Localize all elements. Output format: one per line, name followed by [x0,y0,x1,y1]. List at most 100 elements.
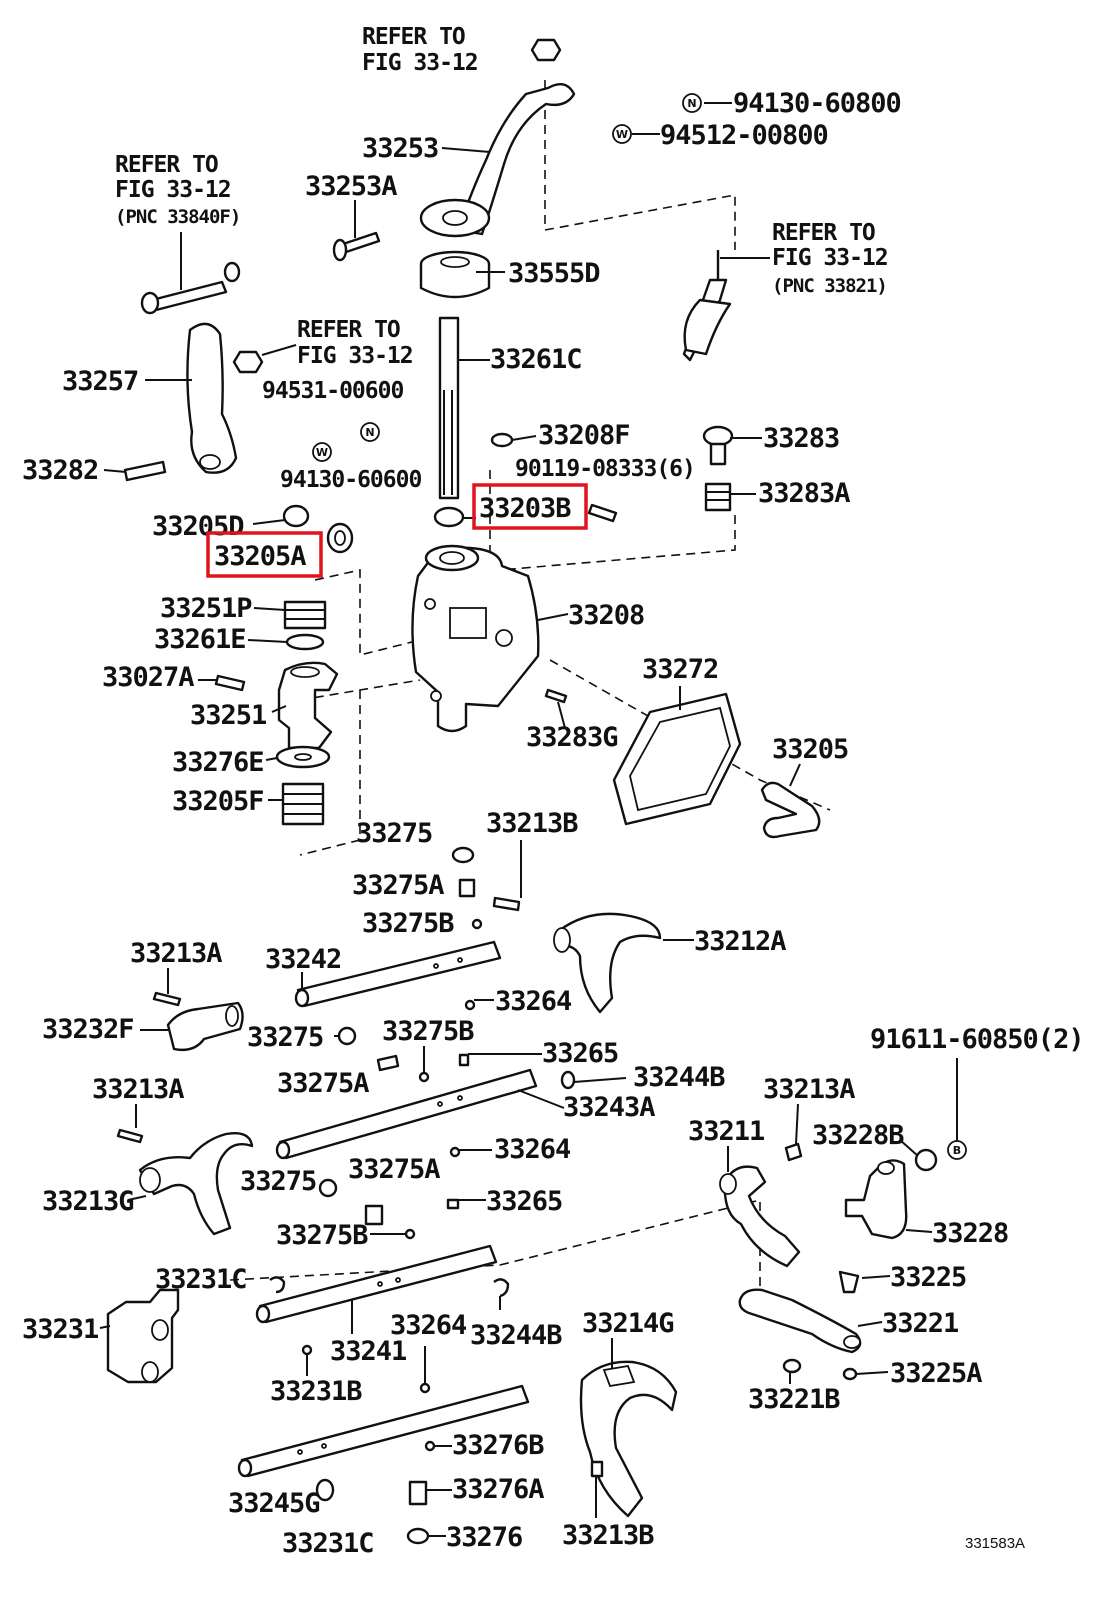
lever-33257-part [140,261,241,474]
label-33257: 33257 [62,366,138,397]
symbol-w-2: W [312,442,332,462]
clip-33244B-b-part [493,1278,510,1298]
spring-33275A-c-part [364,1204,384,1226]
shift-rod-33241-part [255,1244,498,1324]
seal-shaft-part [433,506,465,528]
shift-boot-part [682,250,732,362]
bolt-33203B-part [587,503,618,523]
pin-33213B-b-part [590,1460,604,1478]
label-33213A-c: 33213A [763,1074,855,1105]
label-33275A-b: 33275A [277,1068,369,1099]
symbol-w-1: W [612,124,632,144]
label-33214G: 33214G [582,1308,674,1339]
spring-33275A-part [458,878,476,898]
label-33205: 33205 [772,734,848,765]
label-33264-a: 33264 [495,986,572,1017]
label-33241: 33241 [330,1336,406,1367]
label-33265-a: 33265 [542,1038,618,1069]
bolt-33213B-part [492,896,521,912]
spring-33275A-b-part [376,1054,400,1072]
label-33555D: 33555D [508,258,600,289]
shift-rod-33245G-part [237,1384,530,1478]
shift-head-33251-part [277,661,339,750]
fork-33214G-part [579,1360,678,1518]
label-33027A: 33027A [102,662,194,693]
label-33253A: 33253A [305,171,397,202]
nut-94531-part [232,350,264,374]
label-33244B-b: 33244B [470,1320,562,1351]
plug-33275-part [451,846,475,864]
label-33275B-a: 33275B [362,908,454,939]
symbol-n-2: N [360,422,380,442]
bushing-33555D-part [419,250,491,299]
label-33213B-a: 33213B [486,808,578,839]
clip-33244B-a-part [560,1070,576,1090]
label-33275B-c: 33275B [276,1220,368,1251]
label-33264-c: 33264 [390,1310,467,1341]
pin-33225-part [838,1270,860,1294]
label-33275-c: 33275 [240,1166,316,1197]
label-33243A: 33243A [563,1092,655,1123]
pin-33282-part [123,460,167,482]
ball-33275B-c-part [404,1228,416,1240]
ball-33276B-part [424,1440,436,1452]
label-33225: 33225 [890,1262,966,1293]
label-33205D: 33205D [152,511,244,542]
nut-top-part [530,38,562,62]
label-33208: 33208 [568,600,644,631]
svg-text:B: B [953,1144,961,1157]
label-33275-a: 33275 [356,818,432,849]
label-33261E: 33261E [154,624,246,655]
lever-33221-part [738,1288,862,1354]
clip-33231C-a-part [269,1276,286,1294]
label-33275-b: 33275 [247,1022,323,1053]
label-33228: 33228 [932,1218,1008,1249]
label-33221: 33221 [882,1308,958,1339]
label-33228B: 33228B [812,1120,904,1151]
label-33242: 33242 [265,944,341,975]
pin-33253A-part [332,231,381,262]
label-33211: 33211 [688,1116,764,1147]
seal-33205A-part [326,522,354,554]
ball-33264-a-part [464,999,476,1011]
label-33205A: 33205A [214,541,306,572]
label-33251: 33251 [190,700,266,731]
label-33275B-b: 33275B [382,1016,474,1047]
housing-33208-part [411,544,540,733]
label-33276: 33276 [446,1522,522,1553]
leader-lines [99,102,958,1537]
plug-33276-part [406,1527,430,1545]
label-33231: 33231 [22,1314,98,1345]
plug-33275-b-part [337,1026,357,1046]
pin-33213A-b-part [116,1128,144,1144]
symbol-n-1: N [682,93,702,113]
label-33253: 33253 [362,133,438,164]
washer-33276E-part [275,745,331,769]
label-33276E: 33276E [172,747,264,778]
washer-33205D-part [282,504,310,528]
shaft-33261C-part [438,316,460,500]
label-94130-60800: 94130-60800 [733,88,901,119]
label-33203B: 33203B [479,493,571,524]
label-33283G: 33283G [526,722,618,753]
clip-33221B-part [782,1358,802,1374]
plug-33283-part [702,425,734,512]
spring-33276A-part [408,1480,428,1506]
lever-33205-part [760,781,821,839]
ball-33264-c-part [419,1382,431,1394]
label-33283: 33283 [763,423,839,454]
ball-33275B-part [471,918,483,930]
label-33275A-c: 33275A [348,1154,440,1185]
spring-33251P-part [283,600,327,630]
ball-33275B-b-part [418,1071,430,1083]
label-33264-b: 33264 [494,1134,571,1165]
ball-33231B-part [301,1344,313,1356]
label-33212A: 33212A [694,926,786,957]
pin-33265-b-part [446,1198,460,1210]
svg-text:W: W [316,446,328,459]
shift-rod-33243A-part [275,1068,538,1160]
